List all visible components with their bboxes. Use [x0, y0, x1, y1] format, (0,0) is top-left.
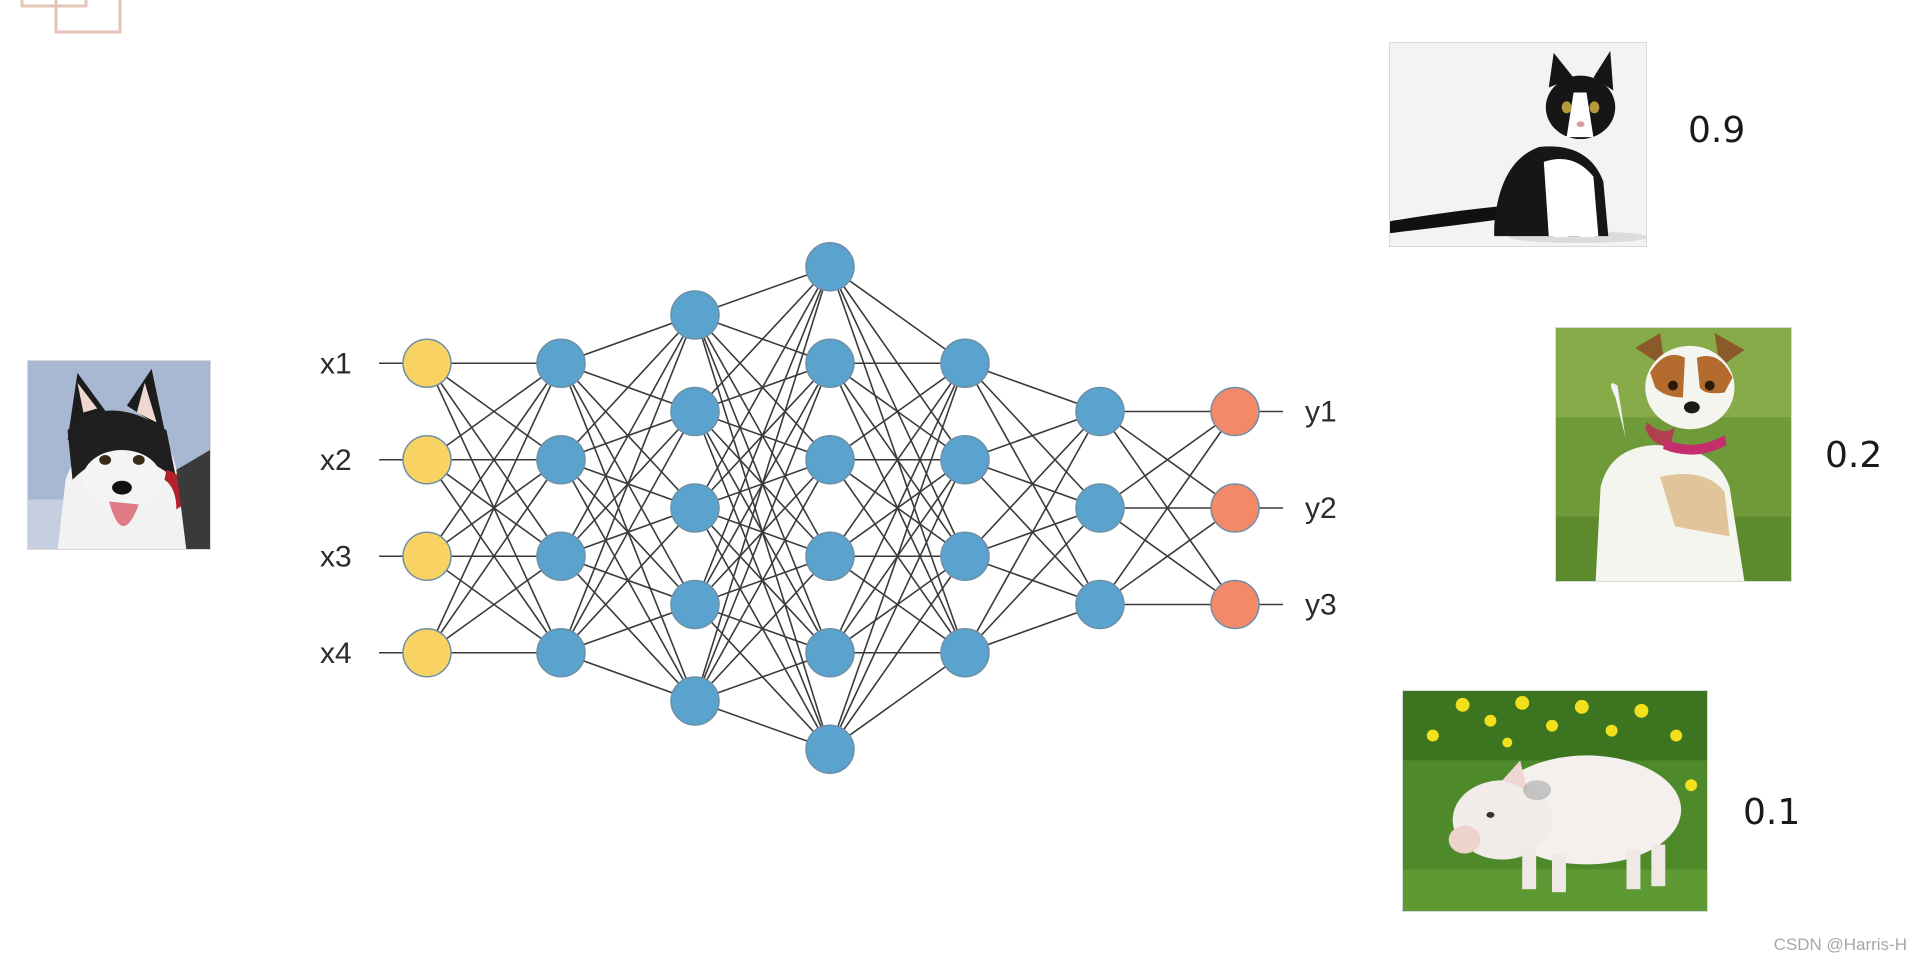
- hidden-node-l2-1: [670, 290, 720, 340]
- edge-l1-3-2: [560, 507, 696, 654]
- output-label-2: y2: [1305, 492, 1337, 525]
- hidden-node-l3-4: [805, 531, 855, 581]
- edge-l2-2-0: [694, 266, 831, 509]
- output-label-3: y3: [1305, 589, 1337, 622]
- network-nodes: [402, 242, 1260, 774]
- edge-l3-5-2: [829, 555, 966, 750]
- edge-l3-5-3: [829, 652, 966, 750]
- edge-l4-2-0: [964, 410, 1101, 557]
- network-io-labels: x1 x2 x3 x4 y1 y2 y3: [320, 347, 1337, 670]
- edge-l0-3-2: [426, 555, 562, 654]
- hidden-node-l4-2: [940, 435, 990, 485]
- edge-l4-3-0: [964, 411, 1101, 654]
- edge-l2-4-1: [694, 362, 831, 702]
- edge-l3-0-0: [829, 266, 966, 364]
- corner-decoration: [20, 0, 122, 34]
- output-cat-image: [1389, 42, 1647, 247]
- hidden-node-l5-1: [1075, 386, 1125, 437]
- hidden-node-l1-2: [536, 435, 586, 485]
- hidden-node-l1-1: [536, 338, 586, 388]
- hidden-node-l2-3: [670, 483, 720, 533]
- input-label-1: x1: [320, 347, 352, 380]
- husky-dog-photo-icon: [28, 361, 210, 549]
- edge-l1-3-1: [560, 411, 696, 654]
- edge-l5-2-1: [1099, 507, 1236, 606]
- edge-l3-5-1: [829, 459, 966, 750]
- edge-l2-1-0: [694, 266, 831, 413]
- edge-l0-2-0: [426, 362, 562, 557]
- output-node-1: [1210, 386, 1260, 437]
- input-node-3: [402, 531, 452, 581]
- pig-photo-icon: [1403, 691, 1707, 911]
- edge-l1-2-0: [560, 314, 696, 557]
- output-node-2: [1210, 483, 1260, 533]
- hidden-node-l3-5: [805, 628, 855, 678]
- hidden-node-l2-5: [670, 676, 720, 726]
- output-pig-image: [1402, 690, 1708, 912]
- watermark: CSDN @Harris-H: [1773, 935, 1907, 954]
- edge-l2-4-3: [694, 555, 831, 702]
- hidden-node-l1-4: [536, 628, 586, 678]
- input-label-2: x2: [320, 444, 352, 477]
- edge-l2-4-0: [694, 266, 831, 702]
- hidden-node-l1-3: [536, 531, 586, 581]
- hidden-node-l3-2: [805, 338, 855, 388]
- hidden-node-l3-6: [805, 724, 855, 774]
- hidden-node-l3-3: [805, 435, 855, 485]
- edge-l4-3-1: [964, 507, 1101, 654]
- output-dog-image: [1555, 327, 1792, 582]
- output-node-3: [1210, 579, 1260, 630]
- edge-l2-3-0: [694, 266, 831, 605]
- edge-l0-3-0: [426, 362, 562, 654]
- input-label-3: x3: [320, 540, 352, 573]
- hidden-node-l2-4: [670, 579, 720, 630]
- hidden-node-l5-2: [1075, 483, 1125, 533]
- edge-l1-1-0: [560, 314, 696, 461]
- output-label-1: y1: [1305, 396, 1337, 429]
- cat-photo-icon: [1390, 43, 1646, 246]
- edge-l5-2-0: [1099, 411, 1236, 605]
- hidden-node-l4-1: [940, 338, 990, 388]
- input-node-1: [402, 338, 452, 388]
- edge-l5-1-0: [1099, 410, 1236, 509]
- edge-l3-5-0: [829, 362, 966, 750]
- edge-l0-1-0: [426, 362, 562, 461]
- cat-probability: 0.9: [1688, 110, 1746, 151]
- dog-probability: 0.2: [1825, 435, 1883, 476]
- edge-l1-3-0: [560, 314, 696, 654]
- input-node-2: [402, 435, 452, 485]
- edge-l3-2-0: [829, 362, 966, 461]
- edge-l0-3-1: [426, 459, 562, 654]
- input-node-4: [402, 628, 452, 678]
- edge-l3-3-0: [829, 362, 966, 557]
- hidden-node-l2-2: [670, 386, 720, 437]
- input-label-4: x4: [320, 637, 352, 670]
- hidden-node-l4-4: [940, 628, 990, 678]
- dog-photo-icon: [1556, 328, 1791, 581]
- hidden-node-l4-3: [940, 531, 990, 581]
- input-husky-image: [27, 360, 211, 550]
- hidden-node-l5-3: [1075, 579, 1125, 630]
- hidden-node-l3-1: [805, 242, 855, 292]
- edge-l2-4-2: [694, 459, 831, 702]
- edge-l3-4-0: [829, 362, 966, 654]
- pig-probability: 0.1: [1743, 792, 1801, 833]
